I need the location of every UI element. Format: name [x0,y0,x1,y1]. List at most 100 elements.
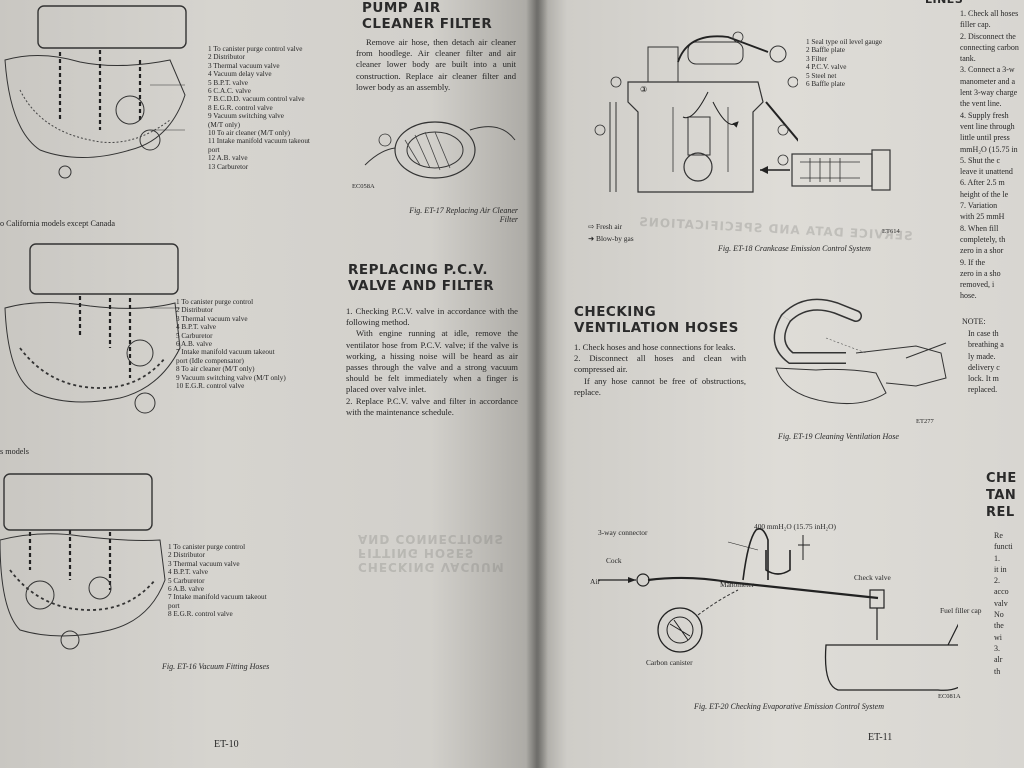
show-through-heading: CHECKING VACUUM FITTING HOSES AND CONNEC… [358,532,505,574]
heading-line: VALVE AND FILTER [348,278,495,294]
text-line: filler cap. [960,20,991,30]
note-label: NOTE: [962,317,986,326]
text-line: ly made. [968,351,996,361]
page-number-right: ET-11 [868,732,893,743]
text-line: with 25 mmH [960,212,1005,222]
right-page: ③ 1 Seal type oil level gauge 2 Baffle p… [538,0,1024,768]
fig18-legend: 1 Seal type oil level gauge 2 Baffle pla… [806,38,882,88]
legend-item: 13 Carburetor [208,162,249,171]
text-line: the vent line. [960,99,1002,109]
text-line: connecting carbon [960,42,1019,52]
legend-item: 1 To canister purge control [168,543,246,551]
crankcase-emission-diagram: ③ [594,31,798,193]
legend-item: (M/T only) [208,120,241,129]
text-line: zero in a shor [960,246,1004,256]
evaporative-emission-diagram [598,527,958,691]
air-cleaner-filter-drawing [364,121,516,179]
fig20-caption: Fig. ET-20 Checking Evaporative Emission… [694,702,884,711]
heading-line: VENTILATION HOSES [574,320,739,336]
paragraph: 2. Disconnect all hoses and clean with c… [574,353,746,375]
carbon-canister-label: Carbon canister [646,658,693,667]
cleaning-hose-drawing [773,298,947,404]
ghost-line: CHECKING VACUUM [358,560,505,574]
ventilation-heading: CHECKING VENTILATION HOSES [574,304,739,336]
evaporative-steps-fragment: 1. Check all hoses filler cap. 2. Discon… [960,8,1019,302]
paragraph: 1. Check hoses and hose connections for … [574,342,736,352]
legend-item: 1 Seal type oil level gauge [806,38,883,46]
text-line: Re [994,531,1003,540]
section-label-california: o California models except Canada [0,219,116,228]
text-line: little until press [960,133,1010,143]
legend-item: 5 B.P.T. valve [208,78,248,87]
legend-item: 10 E.G.R. control valve [176,382,245,391]
text-line: mmH₂O (15.75 in [960,144,1018,154]
text-line: vent line through [960,121,1015,131]
legend-item: 4 Vacuum delay valve [208,70,272,79]
text-line: breathing a [968,340,1004,350]
text-line: tank. [960,54,976,64]
fig19-caption: Fig. ET-19 Cleaning Ventilation Hose [778,432,899,441]
relief-valve-steps-fragment: Re functi 1. it in 2. acco valv No the w… [994,530,1013,677]
svg-text:③: ③ [640,85,647,94]
section-label-models: s models [0,447,29,456]
text-line: zero in a sho [960,268,1001,278]
fig18-caption: Fig. ET-18 Crankcase Emission Control Sy… [718,244,871,253]
pump-air-body: Remove air hose, then detach air cleaner… [356,37,516,93]
legend-item: 5 Steel net [806,71,837,80]
pcv-body: 1. Checking P.C.V. valve in accordance w… [346,306,518,418]
heading-line: TAN [986,488,1017,503]
legend-item: 9 Vacuum switching valve (M/T only) [176,373,286,382]
note-fragment: In case th breathing a ly made. delivery… [968,328,1004,396]
legend-item: 8 To air cleaner (M/T only) [176,365,255,374]
legend-item: 2 Distributor [168,551,205,560]
text-line: 7. Variation [960,201,998,211]
text-line: 9. If the [960,257,986,267]
legend-item: 3 Thermal vacuum valve [208,61,280,70]
legend-item: port [168,601,180,610]
fig16-bottom-legend: 1 To canister purge control 2 Distributo… [168,543,267,619]
text-line: it in [994,564,1007,574]
text-line: lent 3-way charge [960,88,1018,98]
paragraph: Remove air hose, then detach air cleaner… [356,37,516,92]
paragraph: 2. Replace P.C.V. valve and filter in ac… [346,395,518,417]
vacuum-hose-diagram-top [4,5,187,179]
heading-line: PUMP AIR [362,0,441,16]
fig17-caption: Fig. ET-17 Replacing Air Cleaner Filter [378,206,518,224]
check-valve-label: Check valve [854,573,891,582]
heading-line: REL [986,505,1015,520]
legend-item: 1 To canister purge control [176,298,254,306]
fresh-air-arrow-icon: ⇨ [588,222,597,231]
legend-item: 8 E.G.R. control valve [208,103,273,112]
text-line: No [994,610,1004,620]
text-line: leave it unattend [960,167,1013,177]
legend-item: 12 A.B. valve [208,154,248,163]
legend-item: 3 Thermal vacuum valve [168,559,240,568]
text-line: hose. [960,291,977,301]
heading-line: CLEANER FILTER [362,16,493,32]
legend-item: 10 To air cleaner (M/T only) [208,129,291,138]
pump-air-heading: PUMP AIR CLEANER FILTER [362,0,492,32]
fuel-filler-cap-label: Fuel filler cap [940,606,982,615]
legend-item: 2 Distributor [208,53,245,62]
fig17-code: EC058A [352,183,375,190]
blowby-legend: ➜ Blow-by gas [588,234,634,243]
text-line: 2. [994,576,1000,586]
text-line: height of the le [960,189,1009,199]
manometer-label: Manometer [720,580,755,589]
text-line: 3. Connect a 3-w [960,65,1015,75]
legend-item: 5 Carburetor [168,576,205,585]
fresh-air-legend: ⇨ Fresh air [588,222,622,231]
legend-item: 8 E.G.R. control valve [168,610,233,619]
legend-item: 1 To canister purge control valve [208,45,303,53]
heading-line: REPLACING P.C.V. [348,262,488,278]
legend-item: 3 Thermal vacuum valve [176,314,248,323]
pcv-heading: REPLACING P.C.V. VALVE AND FILTER [348,262,494,294]
fig16-middle-legend: 1 To canister purge control 2 Distributo… [176,298,286,390]
vacuum-hose-diagram-middle [4,243,181,414]
tank-relief-heading-fragment: CHE TAN REL [986,470,1017,521]
legend-item: 3 Filter [806,54,827,63]
text-line: delivery c [968,362,1000,372]
legend-item: 6 Baffle plate [806,80,845,89]
page-number-left: ET-10 [214,739,239,750]
cock-label: Cock [606,556,622,565]
